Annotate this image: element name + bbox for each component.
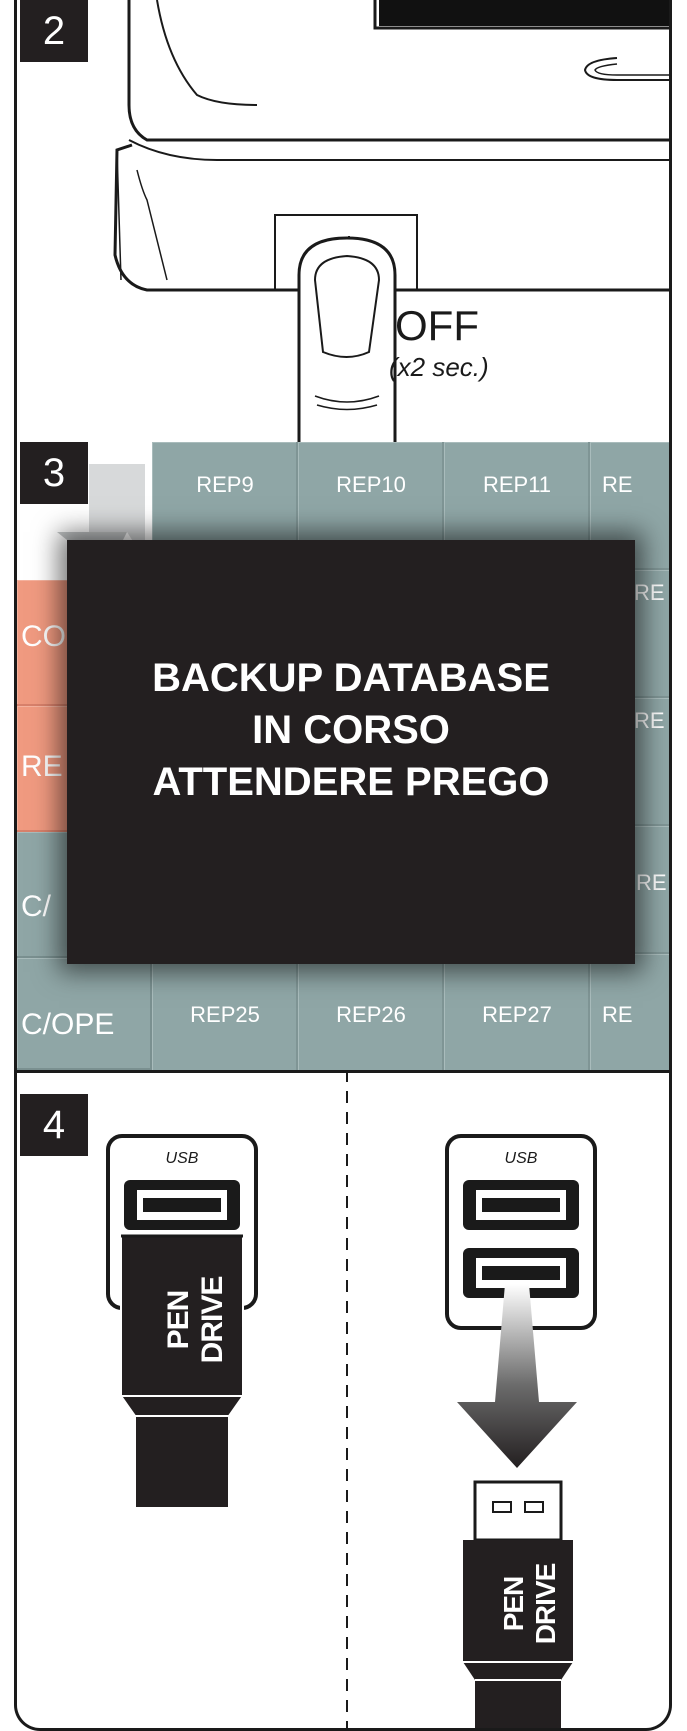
key-rep27[interactable]: REP27 <box>444 954 590 1070</box>
dialog-line-1: BACKUP DATABASE <box>152 656 550 700</box>
step-2-badge: 2 <box>20 0 88 62</box>
usb-port-label-left: USB <box>165 1150 199 1167</box>
backup-dialog: BACKUP DATABASE IN CORSO ATTENDERE PREGO <box>67 540 635 964</box>
step-2-panel: 2 OFF (x2 sec.) <box>17 0 669 445</box>
usb-illustration <box>106 1070 597 1728</box>
dialog-line-2: IN CORSO <box>252 708 450 752</box>
instruction-frame: 2 OFF (x2 sec.) 3 <box>14 0 672 1731</box>
step-3-panel: 3 REP9 REP10 REP11 RE RE RE RE REP25 REP… <box>17 442 669 1073</box>
key-rep28-partial[interactable]: RE <box>590 954 669 1070</box>
pen-drive-label-right: PEN DRIVE <box>498 1563 561 1645</box>
pen-drive-label-left: PEN DRIVE <box>162 1276 229 1364</box>
key-rep25[interactable]: REP25 <box>152 954 298 1070</box>
key-c-ope[interactable]: C/OPE <box>17 958 152 1070</box>
dialog-line-3: ATTENDERE PREGO <box>152 760 550 804</box>
off-label: OFF <box>395 302 479 349</box>
step-4-badge: 4 <box>20 1094 88 1156</box>
step-3-badge: 3 <box>20 442 88 504</box>
duration-label: (x2 sec.) <box>389 352 489 382</box>
usb-port-label-right: USB <box>504 1150 538 1167</box>
device-illustration <box>113 0 669 442</box>
key-rep26[interactable]: REP26 <box>298 954 444 1070</box>
step-4-panel: 4 <box>17 1070 669 1728</box>
